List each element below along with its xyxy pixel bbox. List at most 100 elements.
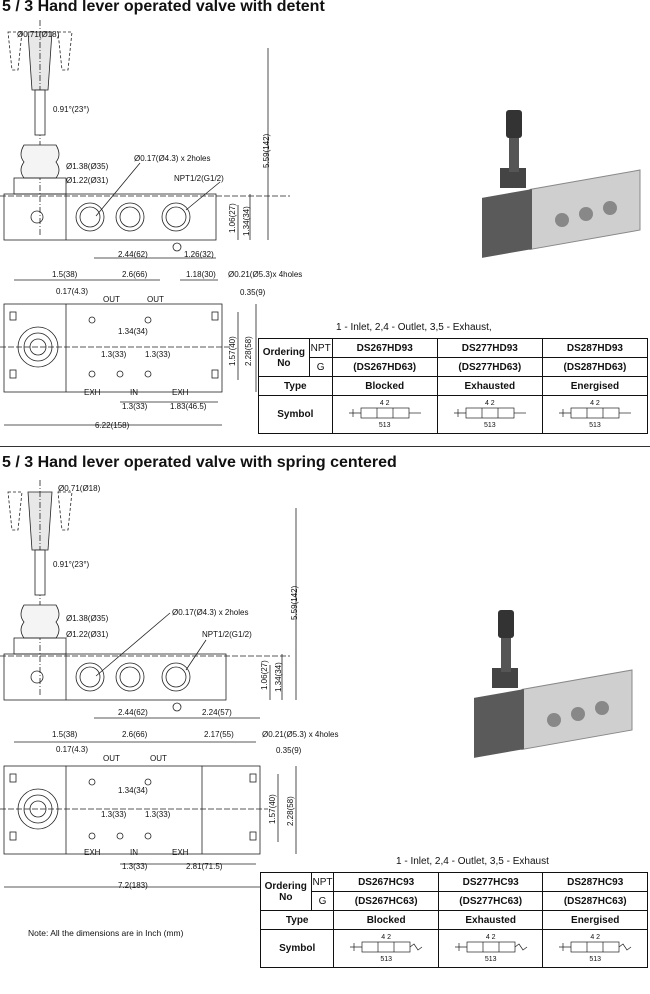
top-dim-e: 0.35(9) xyxy=(240,288,266,297)
top-in: IN xyxy=(130,848,138,857)
dim-boot-dia2: Ø1.22(Ø31) xyxy=(66,630,109,639)
dim-angle: 0.91°(23°) xyxy=(53,105,90,114)
top-in: IN xyxy=(130,388,138,397)
dim-h1: 1.06(27) xyxy=(260,660,269,690)
dim-lever-dia: Ø0.71(Ø18) xyxy=(58,484,101,493)
top-dim-holes: Ø0.21(Ø5.3)x 4holes xyxy=(228,270,303,279)
section-title-detent: 5 / 3 Hand lever operated valve with det… xyxy=(2,0,325,15)
top-out1: OUT xyxy=(103,295,120,304)
top-dim-b: 2.6(66) xyxy=(122,270,148,279)
type-label: Type xyxy=(258,376,333,396)
dim-w2: 1.26(32) xyxy=(184,250,214,259)
top-exh2: EXH xyxy=(172,388,189,397)
top-dim-l: 2.81(71.5) xyxy=(186,862,223,871)
dim-w2: 2.24(57) xyxy=(202,708,232,717)
dim-boot-dia1: Ø1.38(Ø35) xyxy=(66,614,109,623)
top-dim-e: 0.35(9) xyxy=(276,746,302,755)
top-dim-total: 7.2(183) xyxy=(118,881,148,890)
product-photo-spring xyxy=(474,610,633,758)
dim-w1: 2.44(62) xyxy=(118,708,148,717)
top-view-drawing-spring xyxy=(0,741,297,888)
dim-thread: NPT1/2(G1/2) xyxy=(174,174,224,183)
g-label: G xyxy=(310,891,335,911)
footnote: Note: All the dimensions are in Inch (mm… xyxy=(28,928,184,938)
top-dim-total: 6.22(158) xyxy=(95,421,130,430)
dim-height-total: 5.59(142) xyxy=(262,133,271,168)
front-view-drawing-spring xyxy=(0,480,297,719)
ordering-label: Ordering No xyxy=(260,872,312,911)
top-dim-a: 1.5(38) xyxy=(52,730,78,739)
top-dim-c: 2.17(55) xyxy=(204,730,234,739)
top-dim-k: 1.3(33) xyxy=(122,402,148,411)
model-g: (DS277HC63) xyxy=(437,891,544,911)
section-divider xyxy=(0,446,650,447)
top-dim-d: 0.17(4.3) xyxy=(56,745,89,754)
top-exh1: EXH xyxy=(84,388,101,397)
dim-thread: NPT1/2(G1/2) xyxy=(202,630,252,639)
ordering-label: Ordering No xyxy=(258,338,310,377)
top-dim-c: 1.18(30) xyxy=(186,270,216,279)
dim-h1: 1.06(27) xyxy=(228,203,237,233)
top-exh2: EXH xyxy=(172,848,189,857)
model-g: (DS287HC63) xyxy=(542,891,648,911)
model-npt: DS277HC93 xyxy=(437,872,544,892)
model-npt: DS287HD93 xyxy=(541,338,649,358)
top-dim-g: 1.3(33) xyxy=(101,350,127,359)
top-dim-i: 1.57(40) xyxy=(228,336,237,366)
model-g: (DS267HC63) xyxy=(333,891,439,911)
ordering-table-detent: Ordering No NPT DS267HD93 DS277HD93 DS28… xyxy=(258,338,649,434)
dim-boot-dia1: Ø1.38(Ø35) xyxy=(66,162,109,171)
top-dim-holes: Ø0.21(Ø5.3) x 4holes xyxy=(262,730,339,739)
top-dim-j: 2.28(58) xyxy=(286,796,295,826)
g-label: G xyxy=(308,357,333,377)
top-out2: OUT xyxy=(150,754,167,763)
top-view-drawing-detent xyxy=(0,279,257,426)
model-npt: DS267HC93 xyxy=(333,872,439,892)
top-dim-f: 1.34(34) xyxy=(118,327,148,336)
top-dim-h: 1.3(33) xyxy=(145,810,171,819)
dim-height-total: 5.59(142) xyxy=(290,585,299,620)
dim-boot-dia2: Ø1.22(Ø31) xyxy=(66,176,109,185)
type-label: Type xyxy=(259,910,335,930)
legend-spring: 1 - Inlet, 2,4 - Outlet, 3,5 - Exhaust xyxy=(396,856,549,867)
type-value: Blocked xyxy=(333,910,439,930)
legend-detent: 1 - Inlet, 2,4 - Outlet, 3,5 - Exhaust, xyxy=(336,322,492,333)
top-dim-g: 1.3(33) xyxy=(101,810,127,819)
top-dim-b: 2.6(66) xyxy=(122,730,148,739)
top-dim-d: 0.17(4.3) xyxy=(56,287,89,296)
product-photo-detent xyxy=(482,110,641,258)
dim-h2: 1.34(34) xyxy=(242,206,251,236)
top-dim-i: 1.57(40) xyxy=(268,794,277,824)
type-value: Energised xyxy=(542,910,648,930)
model-g: (DS267HD63) xyxy=(331,357,438,377)
dim-holes: Ø0.17(Ø4.3) x 2holes xyxy=(134,154,211,163)
model-g: (DS277HD63) xyxy=(436,357,543,377)
top-dim-a: 1.5(38) xyxy=(52,270,78,279)
ordering-table-spring: Ordering No NPT DS267HC93 DS277HC93 DS28… xyxy=(259,872,648,968)
top-dim-l: 1.83(46.5) xyxy=(170,402,207,411)
model-g: (DS287HD63) xyxy=(541,357,649,377)
npt-label: NPT xyxy=(310,872,335,892)
top-dim-j: 2.28(58) xyxy=(244,336,253,366)
type-value: Blocked xyxy=(331,376,438,396)
type-value: Energised xyxy=(541,376,649,396)
dim-holes: Ø0.17(Ø4.3) x 2holes xyxy=(172,608,249,617)
top-out1: OUT xyxy=(103,754,120,763)
npt-label: NPT xyxy=(308,338,333,358)
dim-lever-dia: Ø0.71(Ø18) xyxy=(17,30,60,39)
symbol-label: Symbol xyxy=(259,929,335,968)
model-npt: DS277HD93 xyxy=(436,338,543,358)
dim-angle: 0.91°(23°) xyxy=(53,560,90,569)
top-dim-h: 1.3(33) xyxy=(145,350,171,359)
top-out2: OUT xyxy=(147,295,164,304)
section-title-spring: 5 / 3 Hand lever operated valve with spr… xyxy=(2,454,397,471)
front-view-drawing-detent xyxy=(0,20,290,259)
top-exh1: EXH xyxy=(84,848,101,857)
model-npt: DS267HD93 xyxy=(331,338,438,358)
symbol-label: Symbol xyxy=(258,395,333,434)
